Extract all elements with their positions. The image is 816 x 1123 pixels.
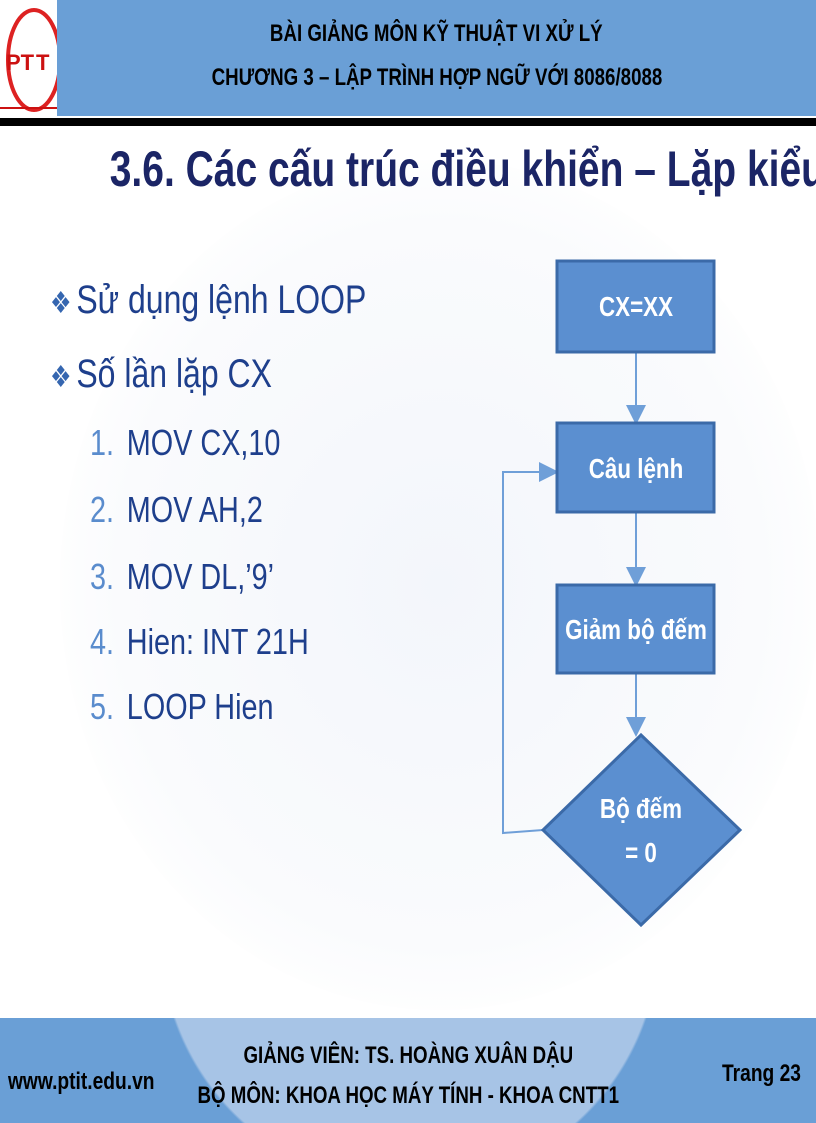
flow-decision [540,732,743,928]
flow-box-statement [555,421,716,514]
svg-text:Câu lệnh: Câu lệnh [589,454,684,485]
lecturer: GIẢNG VIÊN: TS. HOÀNG XUÂN DẬU [243,1042,573,1069]
diamond-bullet-icon: ❖ [50,361,72,394]
flow-box-init [555,259,716,354]
chapter-title: CHƯƠNG 3 – LẬP TRÌNH HỢP NGỮ VỚI 8086/80… [211,64,662,91]
svg-text:Giảm bộ đếm: Giảm bộ đếm [565,615,707,646]
slide-title: 3.6. Các cấu trúc điều khiển – Lặp kiểu … [109,141,816,197]
step-item: 5.LOOP Hien [90,686,274,727]
step-item: 4.Hien: INT 21H [90,621,309,662]
bullet-item: ❖Sử dụng lệnh LOOP [50,278,367,322]
svg-text:Bộ đếm: Bộ đếm [600,794,682,825]
svg-text:= 0: = 0 [625,838,657,869]
page-number: Trang 23 [722,1060,801,1087]
svg-text:CX=XX: CX=XX [599,292,673,323]
step-item: 1.MOV CX,10 [90,422,281,463]
loop-back-arrow [502,462,559,835]
svg-text:PT: PT [6,50,35,75]
footer-bar: www.ptit.edu.vn GIẢNG VIÊN: TS. HOÀNG XU… [0,1018,816,1123]
flow-box-decrement [555,583,716,675]
bullet-item: ❖Số lần lặp CX [50,352,272,396]
svg-text:T: T [36,50,50,75]
step-item: 2.MOV AH,2 [90,489,263,530]
diamond-bullet-icon: ❖ [50,287,72,320]
header-bar [0,0,816,116]
course-title: BÀI GIẢNG MÔN KỸ THUẬT VI XỬ LÝ [270,20,603,47]
step-item: 3.MOV DL,’9’ [90,556,275,597]
website-link[interactable]: www.ptit.edu.vn [8,1068,155,1095]
department: BỘ MÔN: KHOA HỌC MÁY TÍNH - KHOA CNTT1 [197,1082,619,1109]
flowchart: CX=XX Câu lệnh Giảm bộ đếm Bộ đếm = 0 [502,259,743,928]
header-divider [0,118,816,126]
